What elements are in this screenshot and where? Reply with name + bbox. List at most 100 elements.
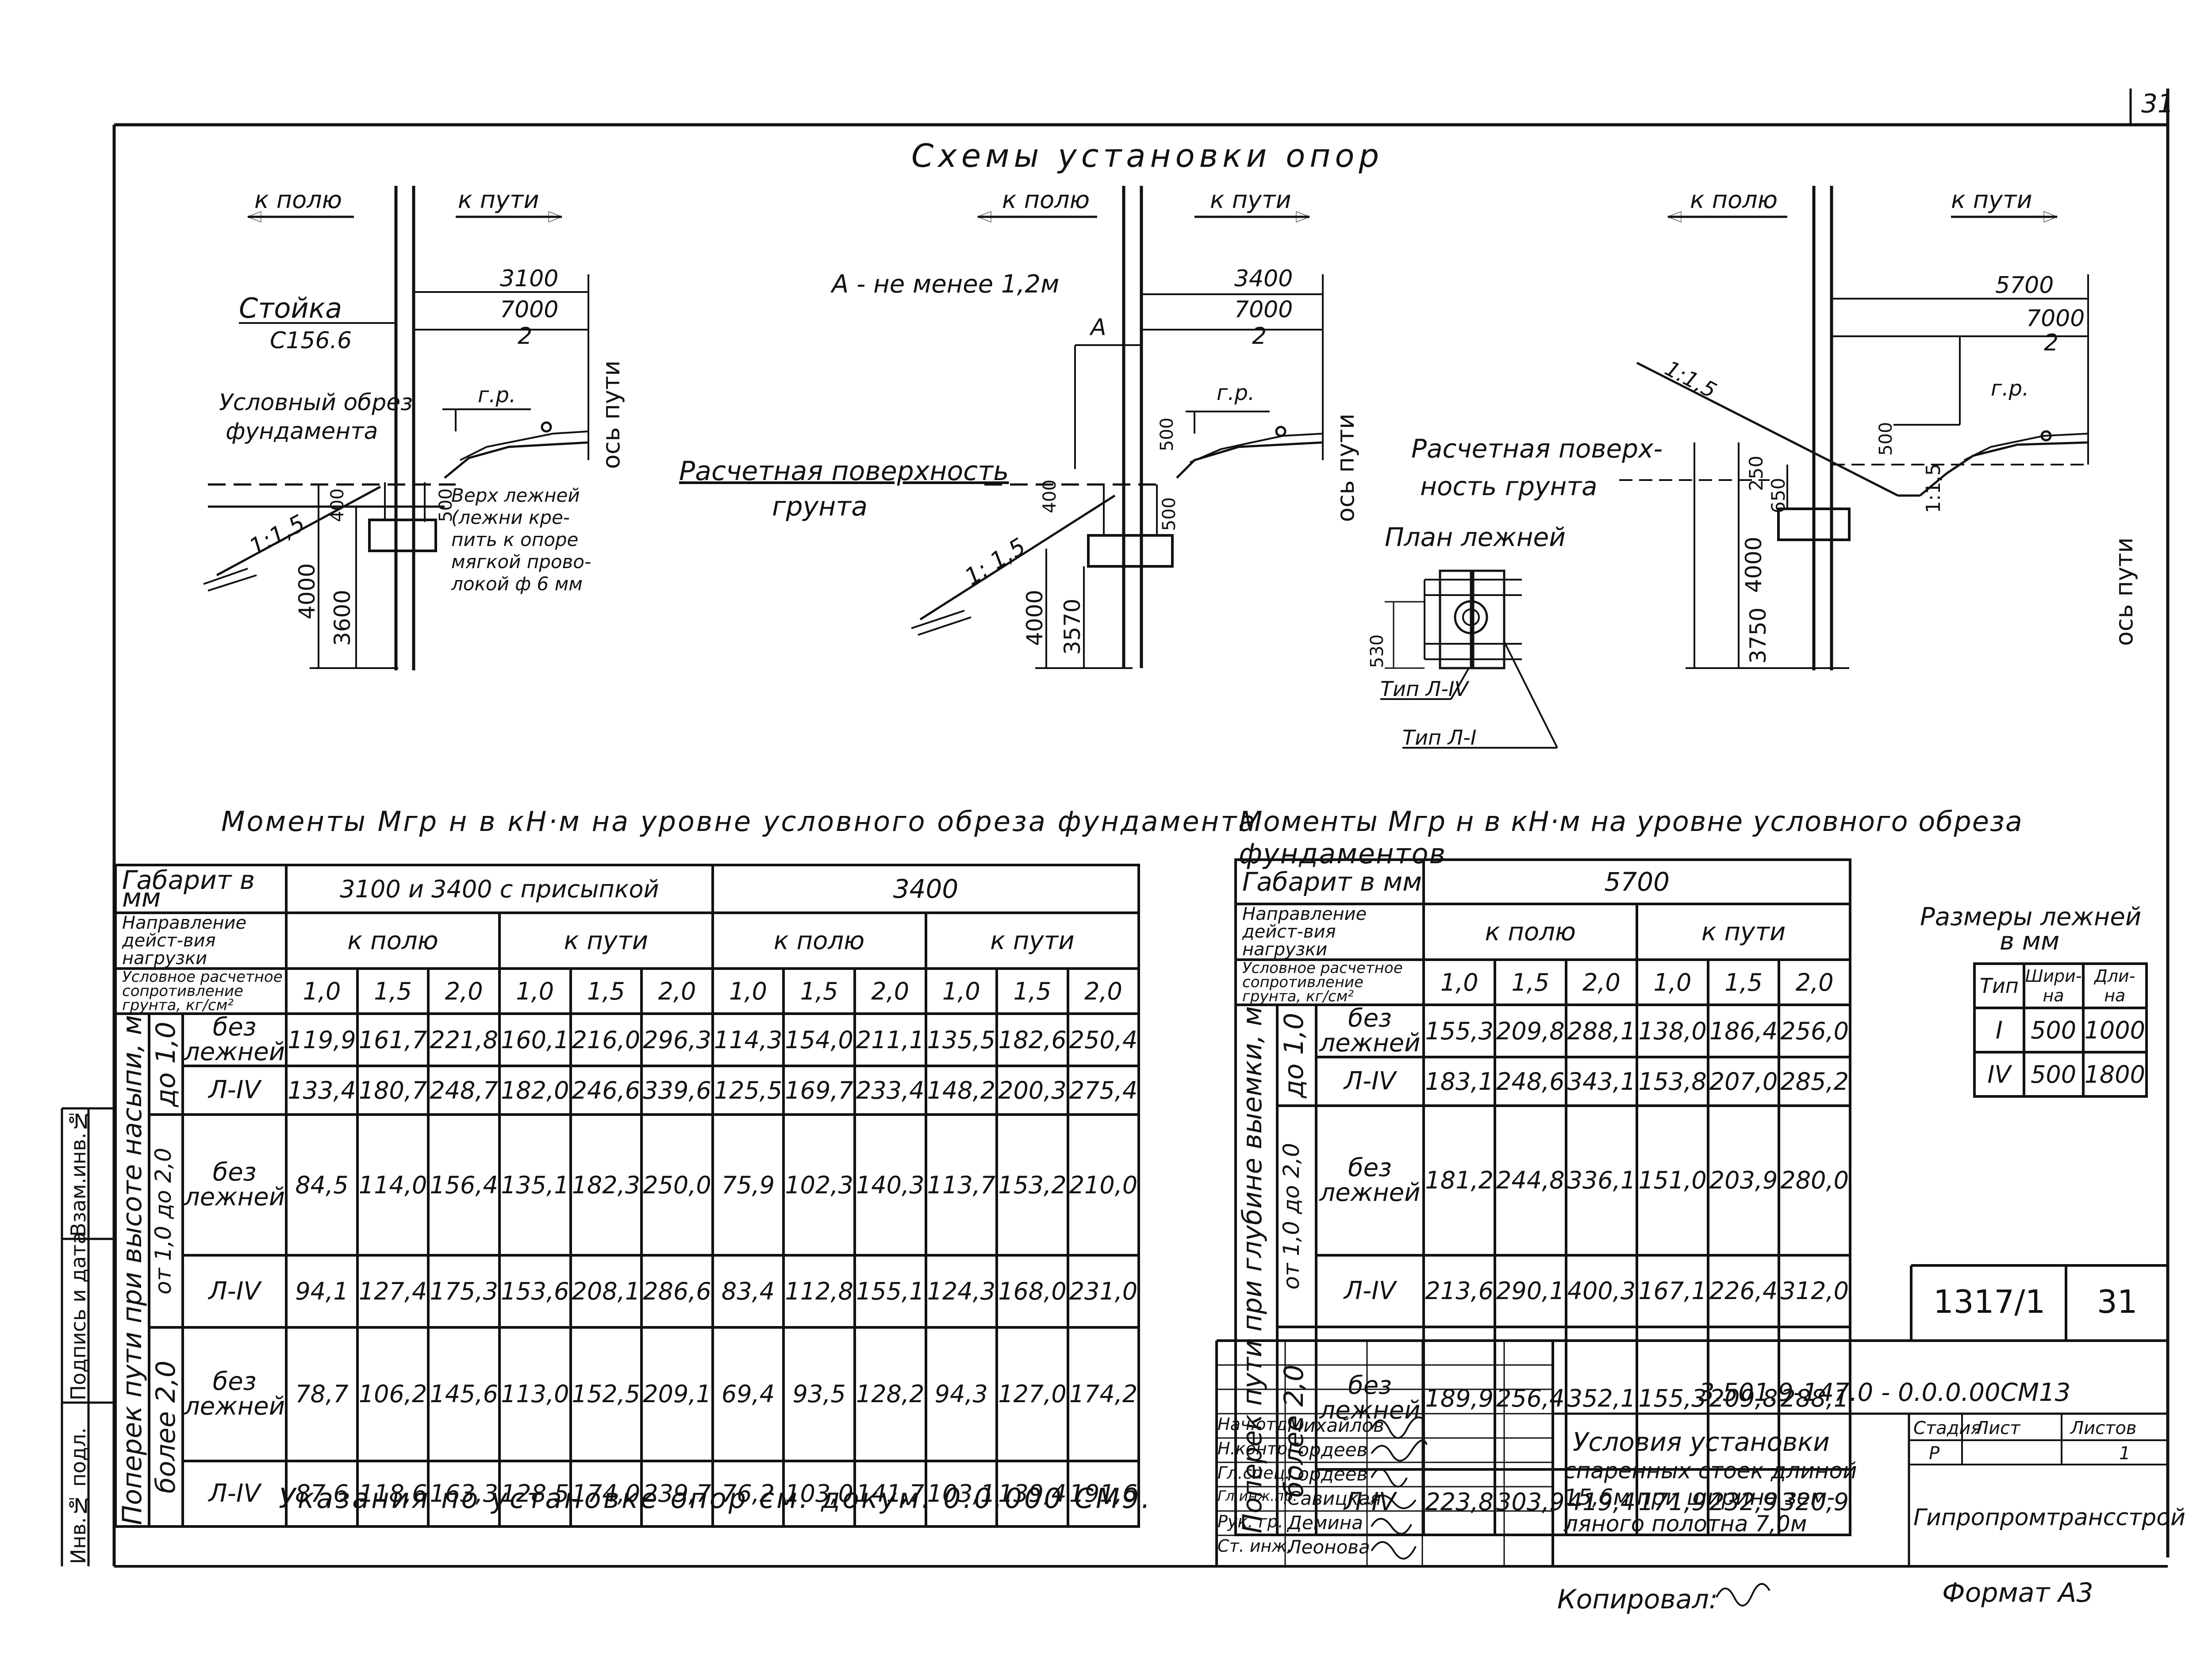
t1-coef: 1,0 bbox=[498, 967, 572, 1015]
doc-desc-4: ляного полотна 7,0м bbox=[1564, 1511, 1807, 1537]
t1-cell: 180,7 bbox=[356, 1065, 430, 1116]
t1-cell: 84,5 bbox=[285, 1113, 359, 1257]
t2-cell: 232,9 bbox=[1706, 1468, 1781, 1536]
scheme1-frac-den: 2 bbox=[518, 323, 533, 350]
t1-cell: 250,0 bbox=[640, 1113, 714, 1257]
t1-cell: 210,0 bbox=[1066, 1113, 1141, 1257]
t2-cell: 209,8 bbox=[1494, 1004, 1567, 1058]
scheme2-frac-den: 2 bbox=[1252, 323, 1267, 350]
t1-cell: 248,7 bbox=[427, 1065, 501, 1116]
table1-caption: Моменты Мгр н в кН·м на уровне условного… bbox=[221, 805, 1257, 838]
scheme3-surf-2: ность грунта bbox=[1420, 471, 1598, 501]
t1-coef: 1,0 bbox=[285, 967, 359, 1015]
album-sheet: 31 bbox=[2097, 1283, 2138, 1320]
t3-head-length: Дли-на bbox=[2081, 962, 2148, 1009]
role-label: Рук. гр. bbox=[1217, 1512, 1283, 1531]
person-name: Леонова bbox=[1287, 1536, 1370, 1558]
t1-dir-2: к полю bbox=[711, 911, 927, 970]
t2-coef: 2,0 bbox=[1778, 958, 1851, 1006]
t3-cell: 1000 bbox=[2081, 1007, 2148, 1054]
t1-cell: 128,2 bbox=[853, 1326, 927, 1462]
scheme1-obrez-2: фундамента bbox=[226, 418, 378, 445]
t2-row-label: без лежней bbox=[1314, 1004, 1425, 1058]
t1-dir-1: к пути bbox=[498, 911, 714, 970]
t2-cell: 320,9 bbox=[1778, 1468, 1851, 1536]
t2-cell: 151,0 bbox=[1636, 1104, 1709, 1257]
doc-desc-2: спаренных стоек длиной bbox=[1564, 1458, 1857, 1484]
t1-row-label: без лежней bbox=[181, 1113, 288, 1257]
role-label: Н.контр. bbox=[1217, 1439, 1293, 1458]
t2-cell: 138,0 bbox=[1636, 1004, 1709, 1058]
doc-desc-3: 15,6м при ширине зем- bbox=[1564, 1484, 1835, 1510]
scheme2-frac-num: 7000 bbox=[1234, 296, 1293, 323]
scheme1-to-field: к полю bbox=[254, 186, 342, 214]
t1-cell: 94,3 bbox=[924, 1326, 998, 1462]
t1-cell: 155,1 bbox=[853, 1254, 927, 1329]
t1-cell: 175,3 bbox=[427, 1254, 501, 1329]
t1-group-b: 3400 bbox=[711, 864, 1141, 914]
t1-cell: 209,1 bbox=[640, 1326, 714, 1462]
t1-cell: 208,1 bbox=[569, 1254, 643, 1329]
t1-cell: 296,3 bbox=[640, 1012, 714, 1067]
t1-direction-label: Направление дейст-вия нагрузки bbox=[114, 911, 288, 970]
t1-cell: 113,0 bbox=[498, 1326, 572, 1462]
t1-cell: 145,6 bbox=[427, 1326, 501, 1462]
t1-cell: 182,6 bbox=[995, 1012, 1069, 1067]
scheme3-type-1: Тип Л-I bbox=[1402, 726, 1477, 750]
t2-cell: 288,1 bbox=[1564, 1004, 1639, 1058]
scheme2-dim-top: 3400 bbox=[1234, 265, 1293, 292]
scheme3-type-4: Тип Л-IV bbox=[1380, 677, 1468, 701]
t1-row-label: Л-IV bbox=[181, 1065, 288, 1116]
t2-row-label: Л-IV bbox=[1314, 1253, 1425, 1329]
t1-cell: 233,4 bbox=[853, 1065, 927, 1116]
t2-cell: 244,8 bbox=[1494, 1104, 1567, 1257]
t1-coef: 2,0 bbox=[1066, 967, 1141, 1015]
moments-table-1: Габарит в мм 3100 и 3400 с присыпкой 340… bbox=[114, 864, 1141, 1528]
scheme3-surf-1: Расчетная поверх- bbox=[1411, 434, 1663, 464]
scheme2-a: А bbox=[1091, 314, 1106, 341]
t2-cell: 290,1 bbox=[1494, 1253, 1567, 1329]
t2-group: 5700 bbox=[1422, 858, 1851, 905]
t1-cell: 163,3 bbox=[427, 1459, 501, 1528]
moments-table-2: Габарит в мм 5700 Направление дейст-вия … bbox=[1234, 858, 1851, 1536]
person-name: Михайлов bbox=[1287, 1415, 1384, 1436]
t2-coef: 1,0 bbox=[1422, 958, 1496, 1006]
t1-cell: 140,3 bbox=[853, 1113, 927, 1257]
t1-cell: 119,9 bbox=[285, 1012, 359, 1067]
t2-cell: 203,9 bbox=[1706, 1104, 1781, 1257]
t1-cell: 161,7 bbox=[356, 1012, 430, 1067]
t1-cell: 275,4 bbox=[1066, 1065, 1141, 1116]
t3-head-type: Тип bbox=[1973, 962, 2025, 1009]
t2-cell: 171,9 bbox=[1636, 1468, 1709, 1536]
person-name: Гордеев bbox=[1287, 1439, 1368, 1461]
t3-cell: 1800 bbox=[2081, 1051, 2148, 1098]
t1-cell: 75,9 bbox=[711, 1113, 785, 1257]
t1-coef: 1,5 bbox=[569, 967, 643, 1015]
t1-coef: 2,0 bbox=[853, 967, 927, 1015]
t1-cell: 182,3 bbox=[569, 1113, 643, 1257]
t1-cell: 182,0 bbox=[498, 1065, 572, 1116]
t1-cell: 93,5 bbox=[782, 1326, 856, 1462]
doc-code: 3.501.9-147.0 - 0.0.0.00СМ13 bbox=[1699, 1378, 2071, 1407]
role-label: Гл.спец. bbox=[1217, 1463, 1290, 1483]
scheme3-to-track: к пути bbox=[1951, 186, 2032, 214]
t2-row-label: Л-IV bbox=[1314, 1056, 1425, 1107]
t2-coef: 1,5 bbox=[1706, 958, 1781, 1006]
t2-cell: 207,0 bbox=[1706, 1056, 1781, 1107]
t2-cell: 226,4 bbox=[1706, 1253, 1781, 1329]
t3-head-width: Шири-на bbox=[2022, 962, 2085, 1009]
t2-cell: 248,6 bbox=[1494, 1056, 1567, 1107]
stage-head-stage: Стадия bbox=[1913, 1418, 1982, 1438]
t2-dir-0: к полю bbox=[1422, 903, 1639, 961]
t2-cell: 285,2 bbox=[1778, 1056, 1851, 1107]
t3-cell: I bbox=[1973, 1007, 2025, 1054]
t2-cell: 153,8 bbox=[1636, 1056, 1709, 1107]
t1-cell: 339,6 bbox=[640, 1065, 714, 1116]
t1-cell: 239,7 bbox=[640, 1459, 714, 1528]
stage-value: Р bbox=[1929, 1443, 1940, 1464]
t1-cell: 141,7 bbox=[853, 1459, 927, 1528]
